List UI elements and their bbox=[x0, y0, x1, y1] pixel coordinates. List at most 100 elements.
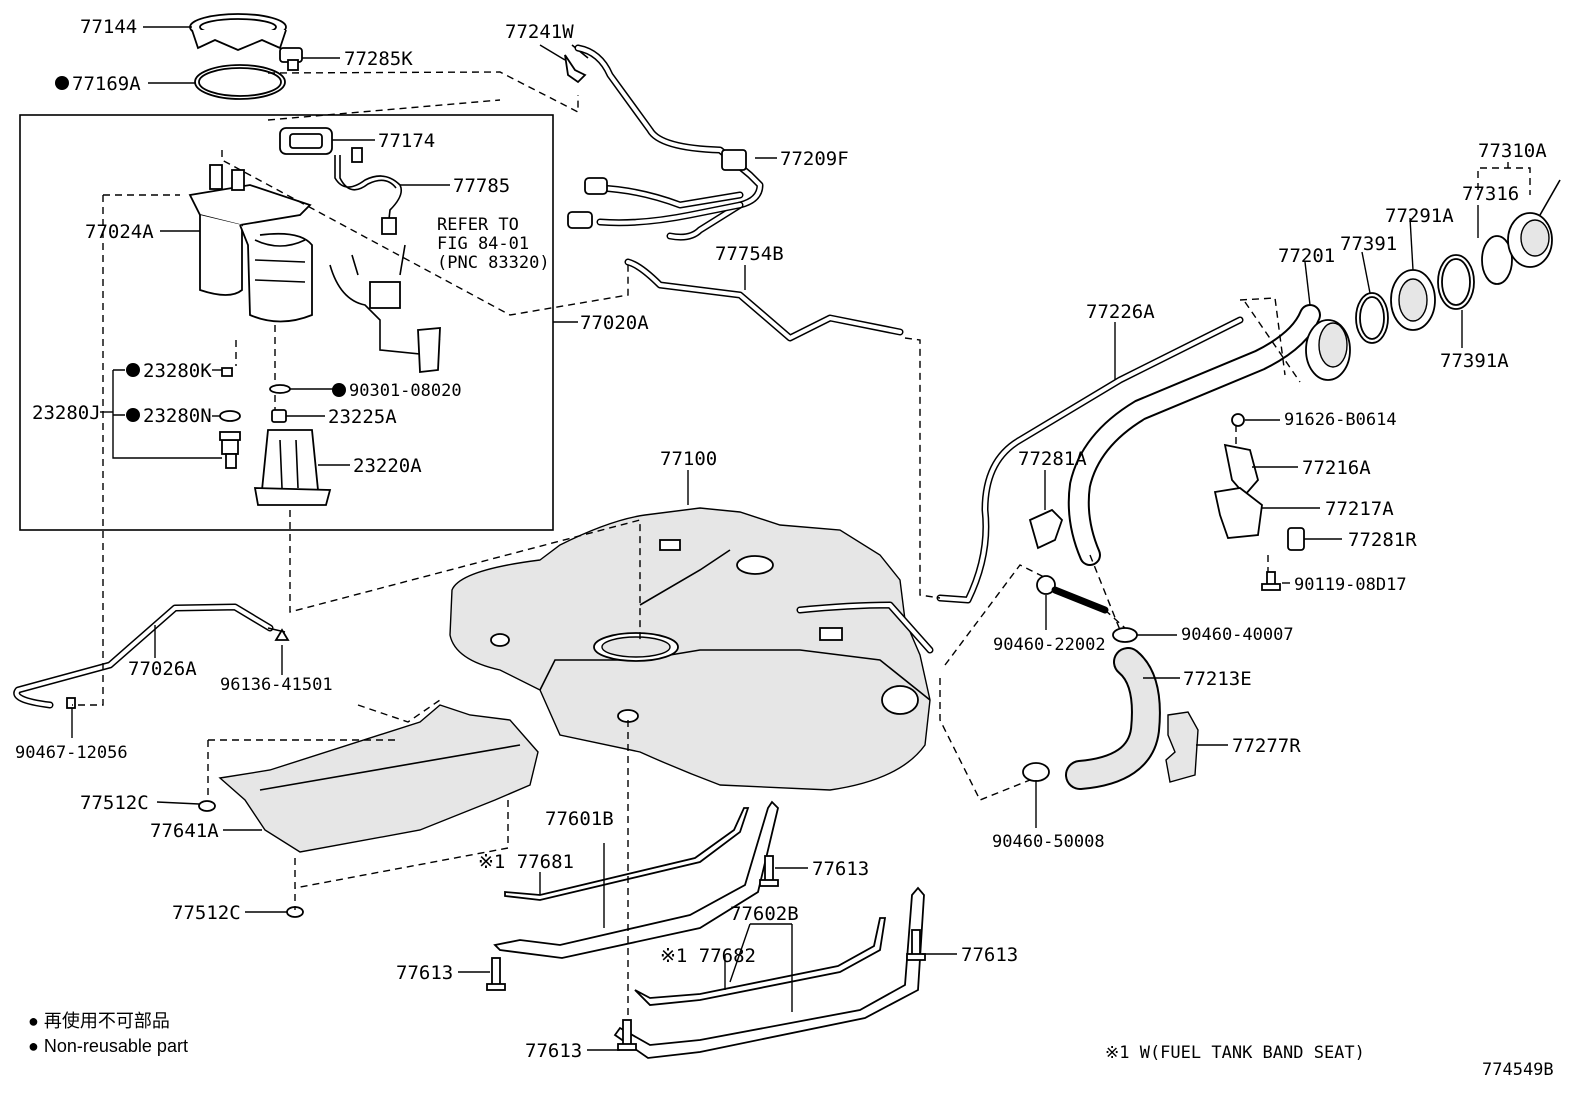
band-seat-b-icon bbox=[634, 917, 887, 1006]
label-77754B: 77754B bbox=[715, 243, 784, 265]
label-77169A: 77169A bbox=[72, 73, 141, 95]
label-77512C: 77512C bbox=[80, 792, 149, 814]
grommet-icon bbox=[198, 800, 216, 812]
clamp-icon bbox=[274, 628, 290, 641]
label-77316: 77316 bbox=[1462, 183, 1519, 205]
gasket-inner-icon bbox=[198, 67, 282, 97]
hose-clamp-b-icon bbox=[1112, 627, 1138, 643]
bolt-lower-icon bbox=[1261, 571, 1281, 591]
label-77391: 77391 bbox=[1340, 233, 1397, 255]
fuel-hose-assembly-icon bbox=[567, 44, 764, 241]
label-77785: 77785 bbox=[453, 175, 510, 197]
label-77681: ※1 77681 bbox=[478, 851, 574, 873]
label-23220A: 23220A bbox=[353, 455, 422, 477]
label-77277R: 77277R bbox=[1232, 735, 1301, 757]
label-90460-22002: 90460-22002 bbox=[993, 635, 1106, 655]
band-bolt-icon bbox=[759, 855, 779, 887]
filler-neck-icon bbox=[1390, 269, 1436, 331]
label-77174: 77174 bbox=[378, 130, 435, 152]
filler-pipe-icon bbox=[1067, 304, 1351, 566]
part-labels: 77144 77285K 77169A 77241W 77174 77785 7… bbox=[15, 16, 1547, 1062]
spacer-icon bbox=[271, 409, 287, 423]
label-23280K: 23280K bbox=[143, 360, 212, 382]
bolt-icon bbox=[1231, 413, 1245, 427]
cap-seal-icon bbox=[1481, 235, 1513, 285]
o-ring-icon bbox=[269, 384, 291, 394]
fuel-tank-band-b-icon bbox=[613, 886, 925, 1059]
label-77216A: 77216A bbox=[1302, 457, 1371, 479]
label-77613: 77613 bbox=[812, 858, 869, 880]
small-hose-icon bbox=[1051, 586, 1109, 614]
vent-tube-icon bbox=[624, 258, 904, 342]
leader-lines bbox=[71, 26, 1509, 1051]
footnote: ※1 W(FUEL TANK BAND SEAT) bbox=[1105, 1043, 1365, 1063]
label-77226A: 77226A bbox=[1086, 301, 1155, 323]
bracket-lower-icon bbox=[1213, 487, 1263, 539]
breather-tube-icon bbox=[936, 316, 1244, 604]
label-77512C: 77512C bbox=[172, 902, 241, 924]
seal-icon bbox=[219, 410, 241, 422]
protector-icon bbox=[1165, 711, 1199, 783]
label-77391A: 77391A bbox=[1440, 350, 1509, 372]
wire-harness-icon bbox=[334, 147, 403, 235]
pressure-regulator-icon bbox=[219, 431, 241, 469]
band-seat-icon bbox=[504, 807, 750, 901]
cushion-icon bbox=[221, 367, 233, 377]
refer-line-3: (PNC 83320) bbox=[437, 253, 550, 273]
label-77310A: 77310A bbox=[1478, 140, 1547, 162]
label-77209F: 77209F bbox=[780, 148, 849, 170]
label-90119-08D17: 90119-08D17 bbox=[1294, 575, 1407, 595]
label-77144: 77144 bbox=[80, 16, 137, 38]
non-reusable-dot bbox=[126, 363, 140, 377]
fuel-pump-module-icon bbox=[188, 164, 313, 323]
hose-clamp-c-icon bbox=[1022, 762, 1050, 782]
band-bolt-b-icon bbox=[486, 957, 506, 991]
fuel-filter-icon bbox=[253, 429, 332, 506]
band-bolt-c-icon bbox=[906, 929, 926, 961]
figure-id: 774549B bbox=[1482, 1060, 1554, 1080]
label-77682: ※1 77682 bbox=[660, 945, 756, 967]
non-reusable-dot bbox=[332, 383, 346, 397]
clip-r-icon bbox=[1287, 527, 1305, 551]
label-77285K: 77285K bbox=[344, 48, 413, 70]
label-77213E: 77213E bbox=[1183, 668, 1252, 690]
label-77100: 77100 bbox=[660, 448, 717, 470]
label-90301-08020: 90301-08020 bbox=[349, 381, 462, 401]
label-90460-50008: 90460-50008 bbox=[992, 832, 1105, 852]
outer-gasket-inner-icon bbox=[1441, 258, 1471, 306]
label-77291A: 77291A bbox=[1385, 205, 1454, 227]
label-77281R: 77281R bbox=[1348, 529, 1417, 551]
label-77613: 77613 bbox=[961, 944, 1018, 966]
label-77241W: 77241W bbox=[505, 21, 574, 43]
label-96136-41501: 96136-41501 bbox=[220, 675, 333, 695]
label-77217A: 77217A bbox=[1325, 498, 1394, 520]
label-77281A: 77281A bbox=[1018, 448, 1087, 470]
label-77602B: 77602B bbox=[730, 903, 799, 925]
label-91626-B0614: 91626-B0614 bbox=[1284, 410, 1397, 430]
label-77641A: 77641A bbox=[150, 820, 219, 842]
legend-japanese: ● 再使用不可部品 bbox=[28, 1011, 170, 1031]
retainer-icon bbox=[279, 127, 333, 155]
plug-icon bbox=[66, 697, 76, 709]
bracket-icon bbox=[1223, 443, 1259, 497]
label-77024A: 77024A bbox=[85, 221, 154, 243]
fuel-sender-icon bbox=[329, 244, 441, 374]
legend-english: ● Non-reusable part bbox=[28, 1036, 188, 1056]
filler-hose-icon bbox=[1065, 647, 1161, 790]
hose-clamp-icon bbox=[1036, 575, 1056, 595]
refer-line-1: REFER TO bbox=[437, 215, 519, 235]
label-90467-12056: 90467-12056 bbox=[15, 743, 128, 763]
fuel-tank-icon bbox=[449, 507, 934, 791]
label-77201: 77201 bbox=[1278, 245, 1335, 267]
clip-icon bbox=[279, 47, 303, 71]
refer-note: REFER TO FIG 84-01 (PNC 83320) bbox=[437, 215, 550, 273]
legend: ● 再使用不可部品 ● Non-reusable part bbox=[28, 1011, 188, 1056]
illustrations bbox=[13, 13, 1561, 1059]
clip-a-icon bbox=[1028, 508, 1064, 550]
label-77026A: 77026A bbox=[128, 658, 197, 680]
refer-line-2: FIG 84-01 bbox=[437, 234, 529, 254]
fuel-cap-icon bbox=[1507, 179, 1561, 268]
retainer-ring-icon bbox=[189, 13, 287, 51]
